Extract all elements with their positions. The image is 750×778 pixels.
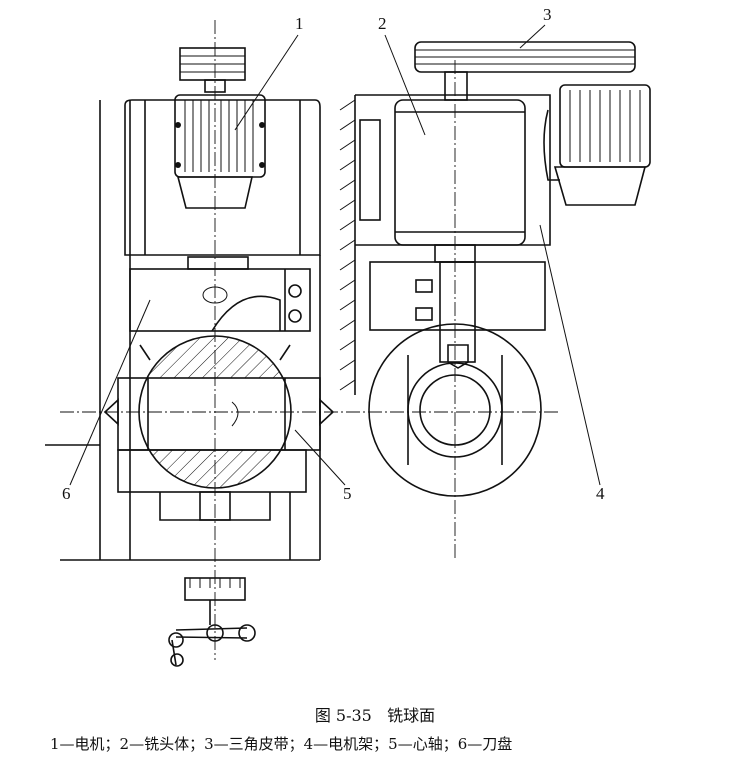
motor-bracket-4	[355, 94, 551, 246]
cutter-disc-6	[129, 256, 311, 361]
label-6: 6	[62, 484, 71, 503]
motor-frame	[124, 99, 321, 256]
label-5: 5	[343, 484, 352, 503]
left-view	[45, 20, 560, 667]
label-3: 3	[543, 5, 552, 24]
figure-legend: 1—电机；2—铣头体；3—三角皮带；4—电机架；5—心轴；6—刀盘	[50, 735, 513, 753]
figure-number: 图 5-35	[314, 706, 372, 725]
leader-lines	[69, 24, 601, 486]
right-view	[339, 41, 651, 560]
handwheel	[168, 577, 256, 667]
milling-head-2	[394, 99, 526, 263]
label-4: 4	[596, 484, 605, 503]
motor-right	[543, 84, 651, 206]
cutter-holder	[369, 261, 546, 369]
figure-title: 铣球面	[387, 706, 436, 725]
label-1: 1	[295, 14, 304, 33]
workpiece-sphere	[138, 335, 292, 489]
figure-caption: 图 5-35 铣球面	[0, 702, 750, 726]
motor-pulley	[179, 47, 246, 93]
motor-1	[174, 94, 266, 209]
v-belt-3	[414, 41, 636, 101]
label-2: 2	[378, 14, 387, 33]
mandrel-5	[103, 377, 335, 521]
workpiece-ring	[368, 323, 542, 497]
